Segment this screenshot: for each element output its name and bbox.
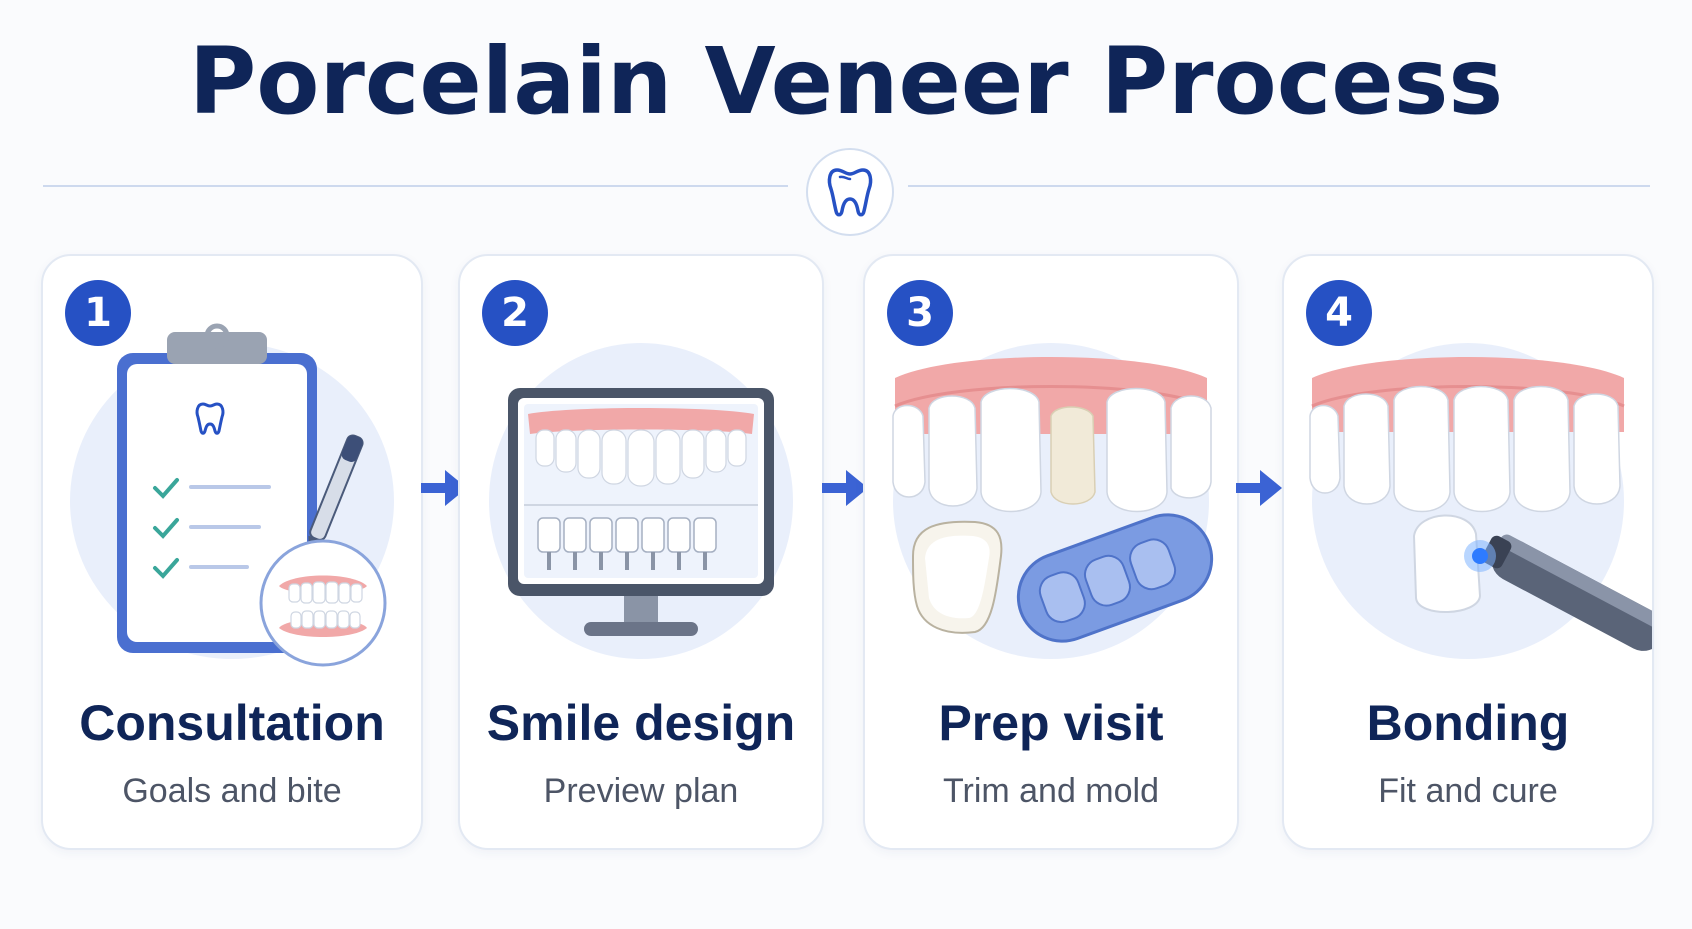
- header-tooth-badge: [806, 148, 894, 236]
- step-number-1: 1: [65, 280, 131, 346]
- tooth-icon: [827, 168, 873, 217]
- page-title: Porcelain Veneer Process: [188, 28, 1504, 135]
- divider-left: [43, 185, 788, 187]
- step-number-2: 2: [482, 280, 548, 346]
- step-subtitle-4: Fit and cure: [1378, 772, 1558, 810]
- step-subtitle-3: Trim and mold: [942, 772, 1160, 810]
- step-card-2: 2 Smile design Preview plan: [458, 254, 824, 850]
- step-card-4: 4 Bonding Fit and cure: [1282, 254, 1654, 850]
- step-title-1: Consultation: [79, 695, 385, 751]
- step-number-3: 3: [887, 280, 953, 346]
- veneer-curing-light-icon: [1309, 343, 1652, 659]
- arrow-right-icon: [1236, 470, 1282, 506]
- teeth-prep-mold-icon: [892, 343, 1214, 659]
- step-title-2: Smile design: [486, 695, 796, 751]
- step-title-3: Prep visit: [938, 695, 1164, 751]
- step-card-1: 1 Consultation Goals and bite: [41, 254, 423, 850]
- step-subtitle-1: Goals and bite: [122, 772, 342, 810]
- arrow-right-icon: [822, 470, 868, 506]
- step-number-4: 4: [1306, 280, 1372, 346]
- step-subtitle-2: Preview plan: [543, 772, 739, 810]
- step-title-4: Bonding: [1366, 695, 1570, 751]
- divider-right: [908, 185, 1650, 187]
- arrow-right-icon: [421, 470, 467, 506]
- clipboard-checklist-icon: [70, 323, 394, 667]
- monitor-smile-preview-icon: [489, 343, 793, 659]
- step-card-3: 3 Prep visit Trim and mold: [863, 254, 1239, 850]
